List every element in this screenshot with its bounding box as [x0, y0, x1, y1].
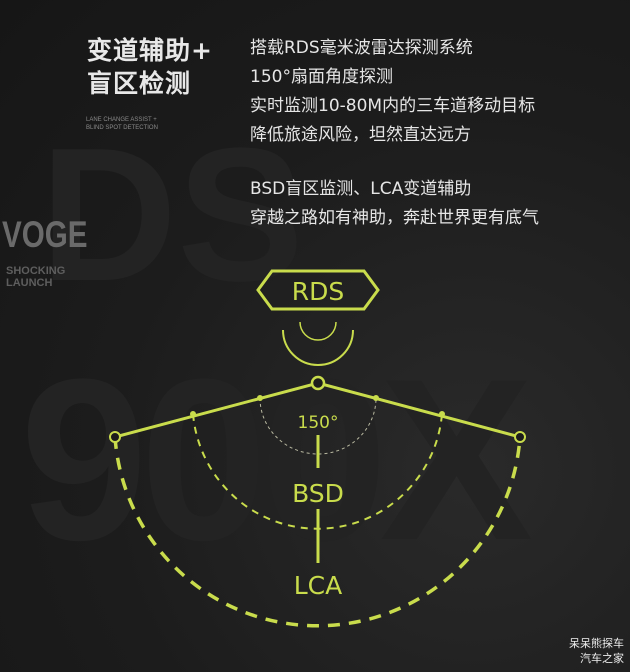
radar-wave-icon — [299, 321, 337, 341]
brand-tagline: SHOCKING LAUNCH — [6, 265, 65, 289]
subtitle-line: BLIND SPOT DETECTION — [86, 125, 158, 131]
sensor-node-icon — [310, 375, 326, 391]
watermark-line: 呆呆熊探车 — [569, 637, 624, 650]
english-subtitle: LANE CHANGE ASSIST + BLIND SPOT DETECTIO… — [86, 116, 158, 132]
angle-label: 150° — [298, 413, 339, 433]
tagline-line: LAUNCH — [6, 277, 53, 289]
title-line: 盲区检测 — [87, 69, 192, 98]
rds-label: RDS — [292, 277, 345, 306]
bsd-label: BSD — [292, 479, 344, 508]
watermark: 呆呆熊探车 汽车之家 — [569, 636, 624, 666]
brand-logo: VOGE — [2, 214, 88, 255]
node-dot — [439, 411, 445, 417]
page-title: 变道辅助+ 盲区检测 — [87, 34, 213, 100]
background-model-text: DS — [40, 109, 304, 321]
end-node-icon — [514, 431, 526, 443]
rds-badge-frame — [256, 269, 380, 311]
subtitle-line: LANE CHANGE ASSIST + — [86, 117, 157, 123]
feature-item: 实时监测10-80M内的三车道移动目标 — [250, 96, 536, 116]
angle-arc — [259, 397, 377, 455]
feature-item: BSD盲区监测、LCA变道辅助 — [250, 179, 472, 199]
lca-label: LCA — [294, 571, 343, 600]
background-model-number: 900X — [20, 331, 533, 588]
watermark-line: 汽车之家 — [580, 652, 624, 665]
end-node-icon — [109, 431, 121, 443]
title-line: 变道辅助+ — [87, 36, 213, 65]
radar-wave-icon — [282, 329, 354, 366]
feature-item: 搭载RDS毫米波雷达探测系统 — [250, 38, 473, 58]
feature-item: 150°扇面角度探测 — [250, 67, 393, 87]
feature-item: 穿越之路如有神助，奔赴世界更有底气 — [250, 208, 539, 228]
feature-item: 降低旅途风险，坦然直达远方 — [250, 125, 471, 145]
node-dot — [373, 395, 379, 401]
node-dot — [190, 411, 196, 417]
node-dot — [257, 395, 263, 401]
feature-list: 搭载RDS毫米波雷达探测系统 150°扇面角度探测 实时监测10-80M内的三车… — [250, 34, 539, 233]
outer-range-arc — [113, 436, 522, 628]
tagline-line: SHOCKING — [6, 265, 66, 277]
